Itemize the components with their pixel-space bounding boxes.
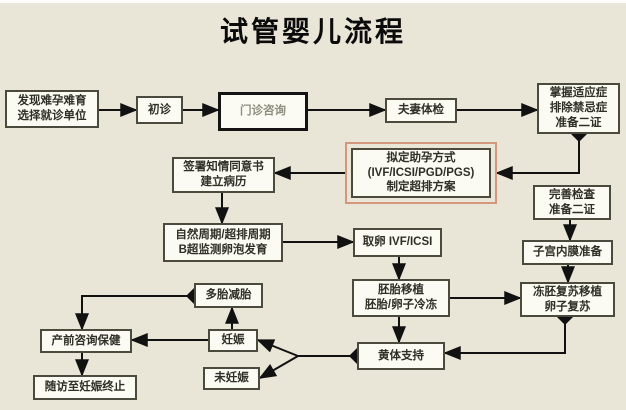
node-text-line: 排除禁忌症 — [549, 102, 608, 115]
node-text-line: 初诊 — [148, 103, 171, 116]
edge-duotai-to-chanqian — [75, 288, 202, 331]
node-suifang: 随访至妊娠终止 — [33, 375, 137, 400]
node-tijian: 夫妻体检 — [385, 98, 457, 123]
node-qianshu: 签署知情同意书建立病历 — [172, 157, 275, 193]
node-text-line: 准备二证 — [555, 116, 602, 129]
node-text-line: 取卵 IVF/ICSI — [362, 236, 433, 249]
node-text-line: 掌握适应症 — [549, 87, 608, 100]
node-text-line: 随访至妊娠终止 — [44, 381, 126, 394]
node-yizhi: 胚胎移植胚胎/卵子冷冻 — [352, 279, 450, 317]
edge-dongpei-to-huangti — [443, 309, 573, 360]
node-text-line: 卵子复苏 — [544, 300, 591, 313]
node-weirenshen: 未妊娠 — [203, 367, 260, 390]
edge-zhangwo-to-niding — [495, 126, 587, 180]
node-text-line: 自然周期/超排周期 — [175, 228, 271, 241]
node-text-line: 门诊咨询 — [240, 105, 286, 118]
node-text-line: 制定超排方案 — [386, 181, 456, 194]
edge-fork-to-renshen — [256, 339, 299, 357]
node-neimo: 子宫内膜准备 — [522, 240, 613, 265]
node-text-line: 黄体支持 — [378, 349, 424, 362]
node-text-line: 妊娠 — [221, 334, 245, 347]
diagram-title: 试管婴儿流程 — [219, 15, 406, 48]
node-text-line: (IVF/ICSI/PGD/PGS) — [367, 166, 475, 179]
node-text-line: 胚胎移植 — [378, 284, 424, 297]
node-text-line: 胚胎/卵子冷冻 — [364, 299, 438, 311]
node-text-line: 未妊娠 — [214, 372, 249, 385]
node-niding: 拟定助孕方式 (IVF/ICSI/PGD/PGS) 制定超排方案 — [345, 142, 497, 204]
node-text-line: 发现难孕难育 — [17, 95, 87, 108]
node-text-line: 建立病历 — [200, 176, 247, 188]
node-quluan: 取卵 IVF/ICSI — [353, 228, 442, 257]
node-text-line: B超监测卵泡发育 — [178, 243, 268, 256]
node-text-line: 选择就诊单位 — [17, 110, 87, 122]
node-duotai: 多胎减胎 — [194, 283, 263, 308]
node-text-line: 多胎减胎 — [205, 289, 252, 302]
node-inner-frame: 拟定助孕方式 (IVF/ICSI/PGD/PGS) 制定超排方案 — [351, 148, 491, 198]
node-huangti: 黄体支持 — [357, 342, 445, 370]
node-text-line: 准备二证 — [549, 203, 595, 216]
node-chanqian: 产前咨询保健 — [40, 329, 132, 353]
node-text-line: 子宫内膜准备 — [533, 246, 602, 259]
node-renshen: 妊娠 — [208, 329, 258, 352]
node-menzhen: 门诊咨询 — [218, 92, 308, 131]
node-dongpei: 冻胚复苏移植卵子复苏 — [520, 282, 615, 317]
node-chuzhen: 初诊 — [136, 96, 183, 124]
node-text-line: 签署知情同意书 — [183, 161, 264, 174]
node-zhouqi: 自然周期/超排周期 B超监测卵泡发育 — [163, 223, 283, 262]
node-wanshan: 完善检查准备二证 — [533, 185, 611, 220]
edge-fork-to-weirenshen — [258, 355, 299, 379]
node-text-line: 完善检查 — [549, 188, 595, 201]
node-text-line: 夫妻体检 — [398, 104, 444, 117]
node-text-line: 冻胚复苏移植 — [533, 285, 602, 298]
node-text-line: 产前咨询保健 — [51, 334, 121, 347]
node-discover: 发现难孕难育选择就诊单位 — [5, 90, 99, 128]
node-zhangwo: 掌握适应症排除禁忌症准备二证 — [537, 83, 620, 134]
node-text-line: 拟定助孕方式 — [386, 151, 456, 164]
